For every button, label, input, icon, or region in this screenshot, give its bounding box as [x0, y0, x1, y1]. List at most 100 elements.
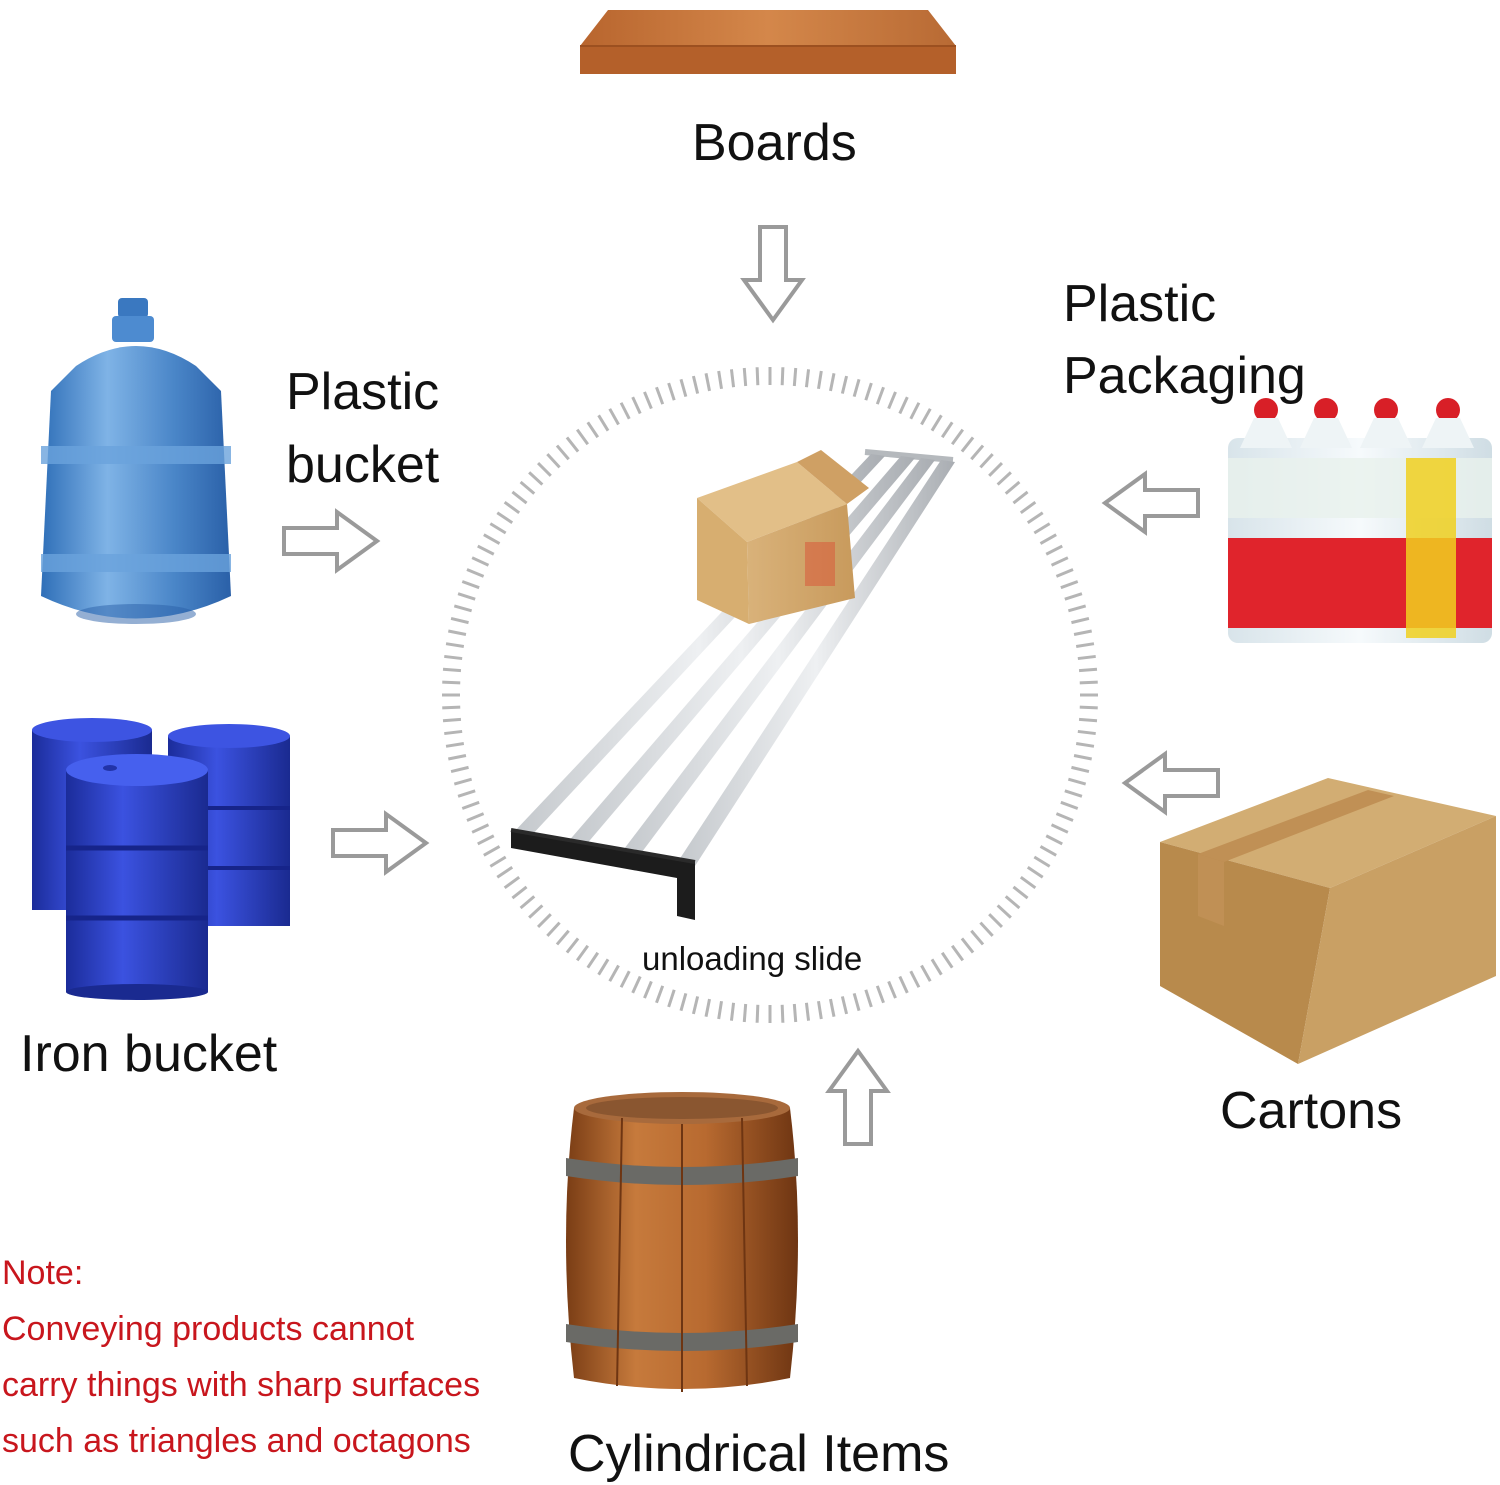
arrow-up-icon [825, 1047, 891, 1146]
dial-tick [445, 742, 465, 748]
dial-tick [742, 1003, 748, 1023]
dial-tick [996, 471, 1012, 486]
dial-tick [875, 386, 885, 405]
label-plastic-packaging-1: Plastic [1063, 275, 1217, 333]
dial-tick [453, 777, 473, 786]
label-plastic-bucket-1: Plastic [286, 363, 440, 421]
dial-tick [450, 765, 469, 774]
dial-tick [528, 471, 544, 486]
dial-tick [667, 382, 676, 401]
dial-tick [1019, 875, 1037, 890]
dial-tick [940, 421, 954, 439]
dial-tick [565, 937, 580, 954]
wood-board-icon [580, 10, 956, 74]
dial-tick [996, 904, 1012, 919]
dial-tick [655, 985, 665, 1004]
dial-tick [1004, 480, 1021, 495]
dial-tick [586, 951, 600, 969]
dial-tick [667, 989, 676, 1008]
dial-tick [483, 845, 501, 857]
dial-tick [1079, 680, 1098, 685]
dial-tick [1026, 865, 1044, 879]
dial-tick [457, 789, 476, 798]
dial-tick [950, 428, 965, 446]
dial-tick [864, 989, 873, 1008]
dial-tick [1079, 705, 1098, 710]
dial-tick [1060, 800, 1079, 810]
dial-tick [555, 929, 570, 946]
dial-tick [852, 992, 861, 1012]
dial-tick [444, 654, 463, 661]
dial-tick [1075, 642, 1095, 648]
dial-tick [471, 823, 490, 834]
dial-tick [950, 944, 965, 962]
dial-tick [444, 729, 463, 736]
dial-tick [1004, 895, 1021, 910]
dial-tick [887, 980, 897, 999]
arrow-down-icon [740, 225, 806, 324]
dial-tick [496, 511, 514, 525]
dial-tick [448, 754, 467, 761]
dial-tick [450, 616, 469, 625]
dial-tick [829, 373, 836, 392]
dial-tick [970, 929, 985, 946]
dial-tick [1039, 845, 1057, 857]
steel-drum-icon [32, 718, 290, 1000]
dial-tick [453, 604, 473, 613]
dial-tick [546, 921, 561, 937]
dial-tick [742, 367, 748, 387]
dial-tick [1078, 717, 1098, 723]
dial-tick [442, 667, 462, 673]
dial-tick [679, 378, 688, 398]
dial-tick [930, 958, 943, 976]
dial-tick [546, 453, 561, 469]
dial-tick [1033, 855, 1051, 868]
dial-tick [608, 964, 620, 982]
dial-tick [729, 1002, 736, 1021]
note-line-3: such as triangles and octagons [2, 1422, 471, 1460]
dial-tick [898, 396, 909, 415]
dial-tick [1019, 500, 1037, 515]
dial-tick [704, 373, 711, 392]
label-plastic-bucket-2: bucket [286, 436, 440, 494]
dial-tick [960, 436, 975, 453]
dial-tick [575, 428, 590, 446]
dial-tick [503, 875, 521, 890]
dial-tick [755, 367, 760, 386]
dial-tick [864, 382, 873, 401]
dial-tick [898, 975, 909, 994]
dial-tick [489, 855, 507, 868]
dial-tick [643, 980, 653, 999]
dial-tick [537, 913, 552, 928]
dial-tick [804, 369, 811, 388]
dial-tick [1045, 834, 1063, 846]
dial-tick [1055, 812, 1074, 822]
dial-tick [511, 885, 528, 900]
dial-tick [477, 834, 495, 846]
dial-tick [979, 921, 994, 937]
dial-tick [471, 556, 490, 567]
label-boards: Boards [692, 114, 857, 172]
dial-tick [887, 391, 897, 410]
dial-tick [503, 500, 521, 515]
dial-tick [597, 958, 610, 976]
dial-tick [988, 462, 1003, 477]
dial-tick [979, 453, 994, 469]
dial-tick [780, 367, 785, 386]
dial-tick [1077, 729, 1096, 736]
dial-tick [840, 375, 849, 394]
arrow-left-icon [1121, 750, 1220, 816]
dial-tick [528, 904, 544, 919]
water-jug-icon [41, 298, 231, 624]
dial-tick [792, 1003, 798, 1023]
dial-tick [792, 367, 798, 387]
dial-tick [442, 705, 461, 710]
dial-tick [457, 592, 476, 601]
dial-tick [643, 391, 653, 410]
dial-tick [1060, 580, 1079, 590]
dial-tick [704, 998, 711, 1017]
dial-tick [1064, 592, 1083, 601]
dial-tick [1012, 490, 1029, 505]
dial-tick [829, 998, 836, 1017]
dial-tick [619, 402, 631, 420]
